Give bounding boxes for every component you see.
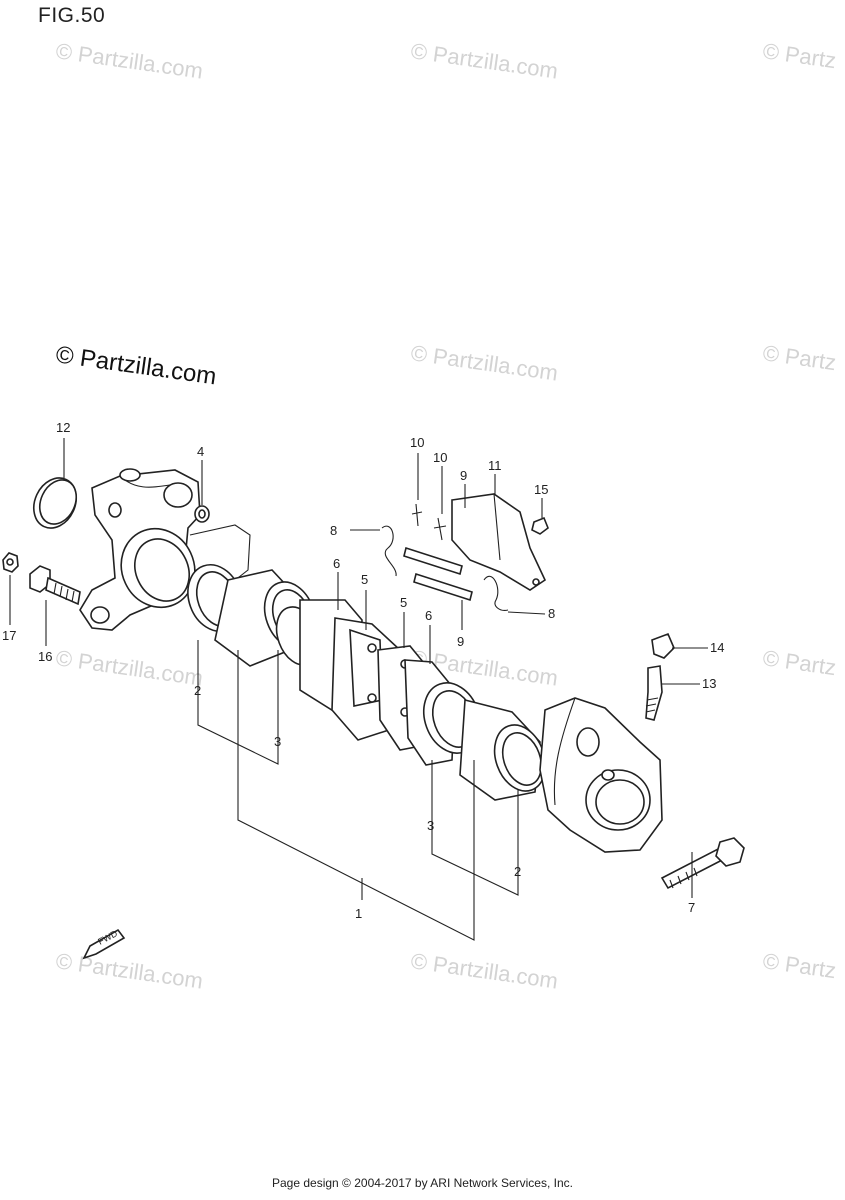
part-cap <box>33 477 78 529</box>
callout-16: 16 <box>38 649 52 664</box>
part-piston-set-right <box>422 682 547 801</box>
watermark: © Partzilla.com <box>409 340 559 385</box>
watermark: © Partzilla.com <box>54 38 204 83</box>
callout-8: 8 <box>330 523 337 538</box>
callout-8: 8 <box>548 606 555 621</box>
callout-14: 14 <box>710 640 724 655</box>
part-nut <box>194 505 210 523</box>
page-footer: Page design © 2004-2017 by ARI Network S… <box>271 1176 573 1190</box>
callout-5: 5 <box>400 595 407 610</box>
part-cover-screw <box>531 516 549 535</box>
callout-10: 10 <box>433 450 447 465</box>
watermark: © Partzilla.com <box>409 948 559 993</box>
watermark: © Partzilla.com <box>54 645 204 690</box>
watermark: © Partzilla.com <box>54 948 204 993</box>
callout-5: 5 <box>361 572 368 587</box>
fwd-arrow-icon: FWD <box>82 928 126 960</box>
callout-15: 15 <box>534 482 548 497</box>
part-slide-pin-bolt <box>29 565 81 606</box>
part-pad-cover <box>451 493 547 591</box>
part-caliper-body-left <box>79 468 251 631</box>
callout-9: 9 <box>460 468 467 483</box>
callout-3: 3 <box>274 734 281 749</box>
watermark: © Partz <box>761 340 837 375</box>
callout-1: 1 <box>355 906 362 921</box>
part-pin-clips <box>411 503 447 541</box>
callout-10: 10 <box>410 435 424 450</box>
callout-2: 2 <box>194 683 201 698</box>
callout-9: 9 <box>457 634 464 649</box>
watermark: © Partz <box>761 38 837 73</box>
part-brake-pad-shims <box>299 599 456 766</box>
part-bleeder-nut <box>2 552 19 573</box>
callout-2: 2 <box>514 864 521 879</box>
part-mounting-bolt <box>660 837 745 890</box>
watermark: © Partz <box>761 645 837 680</box>
callout-11: 11 <box>488 458 502 473</box>
callout-17: 17 <box>2 628 16 643</box>
part-caliper-body-right <box>539 697 663 853</box>
leader-lines <box>9 438 708 941</box>
callouts: 12 4 17 16 2 3 1 6 5 5 6 8 10 10 9 11 15… <box>2 420 724 921</box>
watermark: © Partz <box>761 948 837 983</box>
callout-6: 6 <box>425 608 432 623</box>
watermark-main: © Partzilla.com <box>54 341 218 390</box>
callout-12: 12 <box>56 420 70 435</box>
part-pad-pins <box>403 546 473 602</box>
part-pad-springs <box>381 525 509 611</box>
part-bleeder-cap <box>651 632 675 659</box>
figure-title: FIG.50 <box>38 4 106 27</box>
part-piston-set-left <box>187 564 321 667</box>
callout-6: 6 <box>333 556 340 571</box>
part-bleeder-valve <box>645 665 663 721</box>
callout-13: 13 <box>702 676 716 691</box>
watermark: © Partzilla.com <box>409 38 559 83</box>
callout-7: 7 <box>688 900 695 915</box>
callout-4: 4 <box>197 444 204 459</box>
callout-3: 3 <box>427 818 434 833</box>
